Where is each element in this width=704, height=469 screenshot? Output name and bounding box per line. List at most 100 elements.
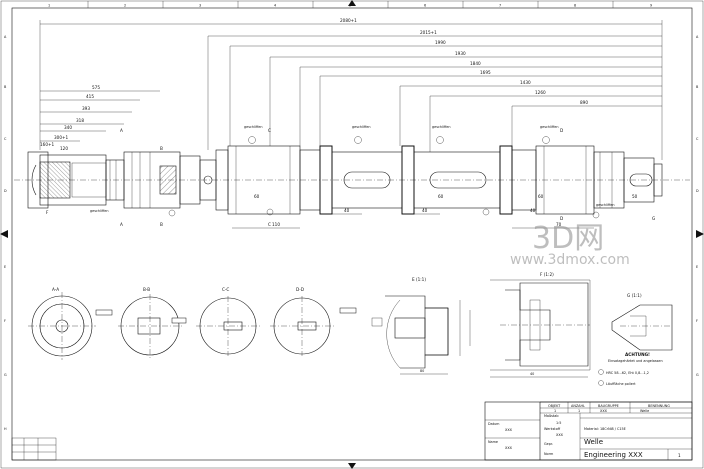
dimension-texts-left: 575 415 393 318 340 300+1 160+1 120 (40, 85, 100, 151)
detail-marker-g: G (652, 216, 655, 221)
detail-title-g: G (1:1) (627, 293, 642, 298)
title-material: Material: 18CrNi8 / C15E (584, 427, 626, 431)
frame-letter-a: A (4, 35, 7, 39)
section-view-a-a: A-A (28, 287, 113, 360)
section-marker-c-top: C (268, 128, 271, 133)
title-label-norm: Norm (544, 452, 554, 456)
dim-overall-6: 1695 (480, 70, 491, 75)
detail-view-f: F (1:2) 40 (490, 272, 591, 378)
section-title-d-d: D-D (296, 287, 304, 292)
frame-number-7: 7 (499, 4, 501, 8)
detail-e-dim: 80 (420, 369, 424, 373)
dim-left-3: 393 (82, 106, 90, 111)
dim-overall-5: 1840 (470, 61, 481, 66)
frame-letter-g-right: G (696, 373, 699, 377)
section-title-b-b: B-B (143, 287, 150, 292)
frame-number-3: 3 (199, 4, 201, 8)
frame-letter-f: F (4, 319, 6, 323)
section-view-c-c: C-C (196, 287, 260, 356)
surface-note-4: geschliffen (540, 125, 558, 129)
frame-letter-b-right: B (696, 85, 699, 89)
title-col-baugruppe: BAUGRUPPE (598, 404, 619, 408)
surface-notes: geschliffen geschliffen geschliffen gesc… (90, 125, 614, 219)
title-label-gepr: Gepr. (544, 442, 553, 446)
frame-letter-f-right: F (696, 319, 698, 323)
frame-number-4: 4 (274, 4, 276, 8)
section-marker-d-bottom: D (560, 216, 563, 221)
achtung-note-2: Läuffläche poliert (606, 382, 636, 386)
frame-letter-e-right: E (696, 265, 698, 269)
title-val-baugruppe: XXX (600, 409, 608, 413)
title-val-anzahl: 1 (578, 409, 580, 413)
detail-view-e: E (1:1) 80 (385, 277, 471, 375)
section-marker-c-bottom: C (268, 222, 271, 227)
dim-overall-4: 1930 (455, 51, 466, 56)
shaft-main-view (14, 145, 690, 215)
dim-left-1: 575 (92, 85, 100, 90)
title-value-name: XXX (505, 446, 513, 450)
achtung-title: ACHTUNG! (625, 352, 650, 357)
dim-local-6: 40 (530, 208, 536, 213)
dim-overall-1: 2080+1 (340, 18, 357, 23)
achtung-text: Einsatzgehärtet und angelassen (608, 359, 663, 363)
section-view-b-b: B-B (118, 287, 187, 358)
frame-letter-g: G (4, 373, 7, 377)
frame-letter-e: E (4, 265, 6, 269)
dim-overall-2: 2015+1 (420, 30, 437, 35)
dim-local-9: 50 (632, 194, 638, 199)
frame-letter-a-right: A (696, 35, 699, 39)
dim-overall-3: 1990 (435, 40, 446, 45)
title-label-datum: Datum (488, 422, 500, 426)
surface-note-2: geschliffen (352, 125, 370, 129)
frame-letter-c-right: C (696, 137, 699, 141)
title-sheet: 1 (678, 453, 681, 458)
dim-local-3: 40 (344, 208, 350, 213)
dim-local-8: 70 (556, 222, 562, 227)
dimension-texts-overall: 2080+1 2015+1 1990 1930 1840 1695 1430 1… (340, 18, 588, 105)
section-title-c-c: C-C (222, 287, 229, 292)
title-label-werkstoff: Werkstoff (544, 427, 561, 431)
title-value-massstab: 1:5 (556, 421, 561, 425)
title-block: OBJEKT ANZAHL BAUGRUPPE BENENNUNG 1 1 XX… (484, 401, 693, 461)
frame-letter-c: C (4, 137, 7, 141)
frame-number-5: 5 (349, 4, 351, 8)
surface-note-5: geschliffen (90, 209, 108, 213)
title-value-werkstoff: XXX (556, 433, 564, 437)
dim-left-2: 415 (86, 94, 94, 99)
section-marker-d-top: D (560, 128, 563, 133)
frame-number-9: 9 (650, 4, 652, 8)
frame-number-1: 1 (48, 4, 50, 8)
frame-letter-d: D (4, 189, 7, 193)
dim-left-7: 160+1 (40, 142, 55, 147)
title-value-datum: XXX (505, 428, 513, 432)
watermark-url: www.3dmox.com (510, 252, 630, 268)
surface-note-3: geschliffen (432, 125, 450, 129)
title-company: Engineering XXX (584, 451, 643, 459)
frame-numbers-top: 1 2 3 4 5 6 7 8 9 (48, 1, 652, 8)
detail-title-f: F (1:2) (540, 272, 554, 277)
dim-local-7: 60 (538, 194, 544, 199)
section-view-d-d: D-D (270, 287, 383, 356)
surface-note-1: geschliffen (244, 125, 262, 129)
revision-table (11, 437, 57, 461)
dim-left-6: 300+1 (54, 135, 69, 140)
dim-local-1: 60 (254, 194, 260, 199)
section-marker-b-top: B (160, 146, 163, 151)
achtung-note-1: HRC 58...62, Eht 0,8...1,2 (606, 371, 649, 375)
surface-note-6: geschliffen (596, 203, 614, 207)
detail-f-dim: 40 (530, 372, 534, 376)
section-markers: A A B B C C D D F G (46, 128, 655, 227)
title-val-benennung: Welle (640, 409, 649, 413)
dim-left-4: 318 (76, 118, 84, 123)
section-marker-b-bottom: B (160, 222, 163, 227)
dim-local-5: 60 (438, 194, 444, 199)
dim-local-4: 40 (422, 208, 428, 213)
title-name: Welle (584, 438, 603, 446)
dimension-texts-local: 60 110 40 40 60 40 60 70 50 (232, 194, 638, 229)
dim-overall-7: 1430 (520, 80, 531, 85)
dim-left-8: 120 (60, 146, 68, 151)
frame-number-6: 6 (424, 4, 426, 8)
frame-number-2: 2 (124, 4, 126, 8)
